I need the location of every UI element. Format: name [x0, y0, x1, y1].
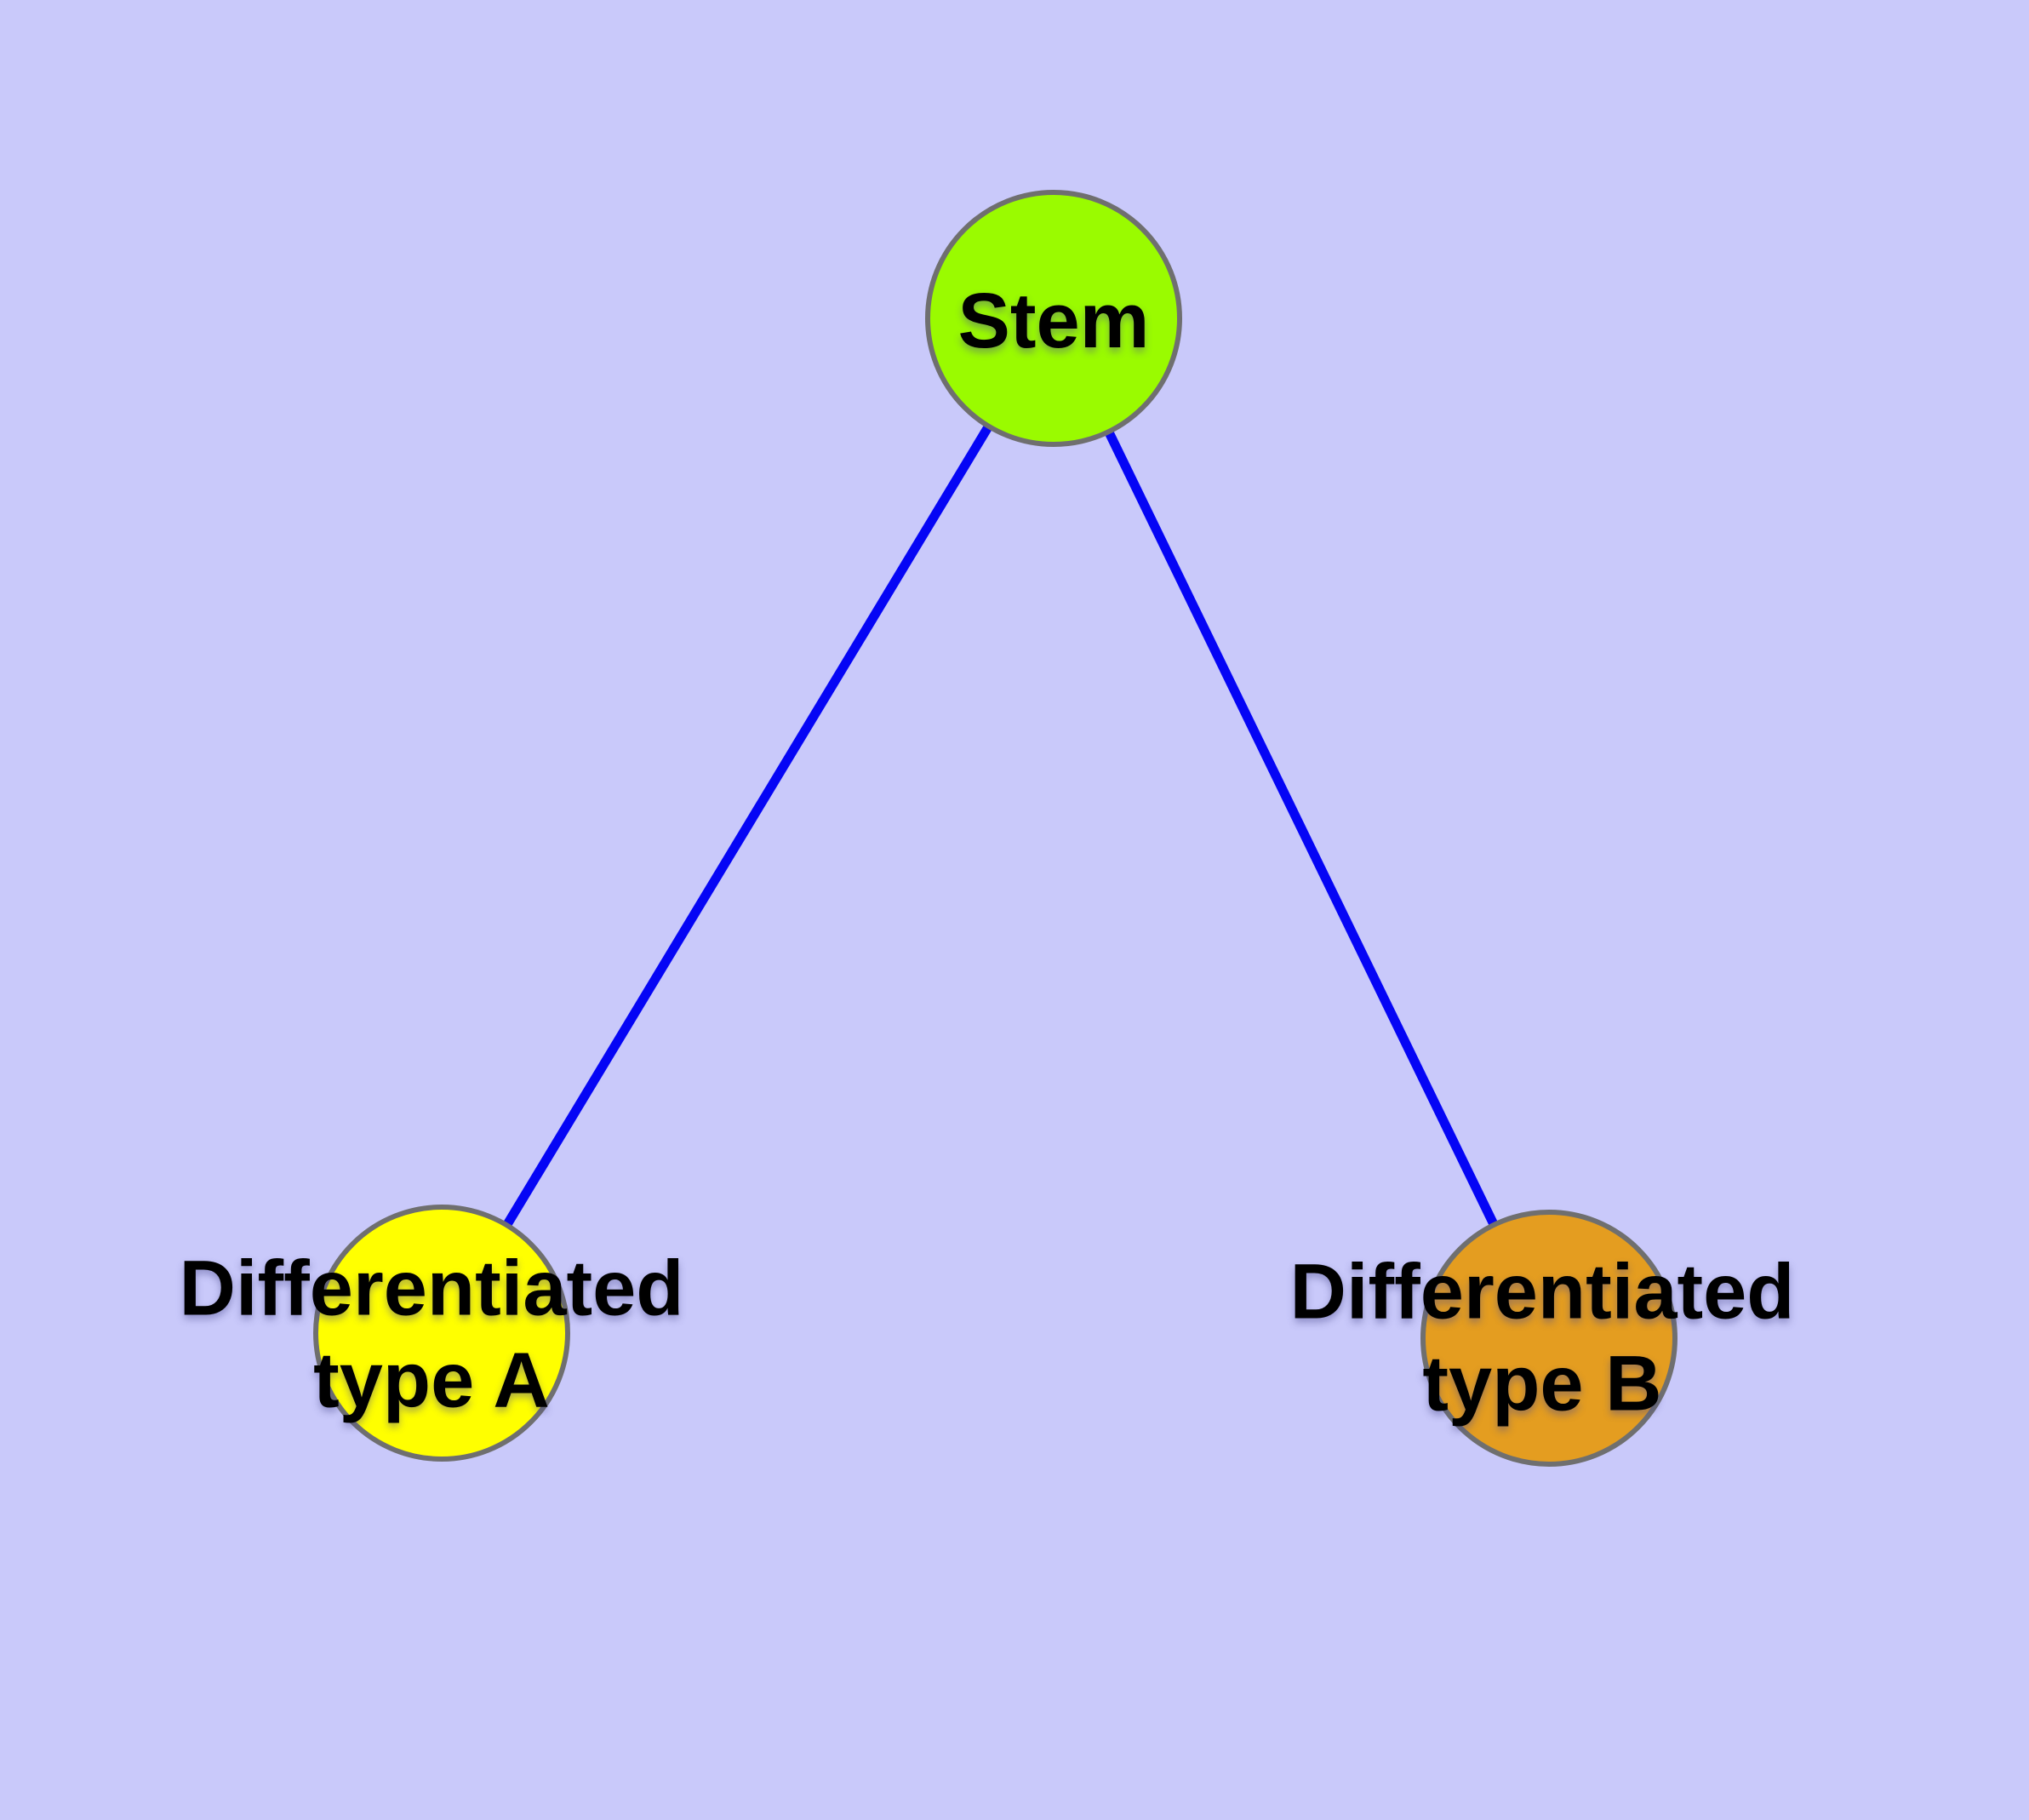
edge-stem-to-type-b [1049, 316, 1553, 1341]
edge-stem-to-type-a [437, 316, 1058, 1336]
node-label-differentiated-type-a: Differentiated type A [179, 1245, 684, 1423]
node-stem-circle [925, 190, 1182, 447]
node-differentiated-type-a-circle [313, 1205, 570, 1462]
node-differentiated-type-b-circle [1420, 1210, 1677, 1467]
node-label-differentiated-type-b: Differentiated type B [1289, 1248, 1795, 1427]
node-label-stem: Stem [957, 278, 1150, 365]
